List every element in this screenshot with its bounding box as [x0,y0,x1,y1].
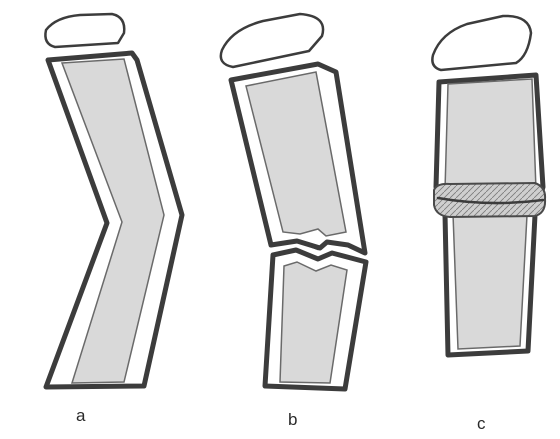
epiphysis-cap [221,14,323,67]
panel-label-a: a [76,406,85,426]
bone-healed [432,16,545,355]
panel-label-c: c [477,414,486,434]
panel-label-b: b [288,410,297,430]
lower-fragment-marrow [280,262,347,383]
epiphysis-cap [432,16,531,70]
bone-fractured [221,14,366,389]
bone-bent [45,14,182,387]
epiphysis-cap [45,14,124,47]
